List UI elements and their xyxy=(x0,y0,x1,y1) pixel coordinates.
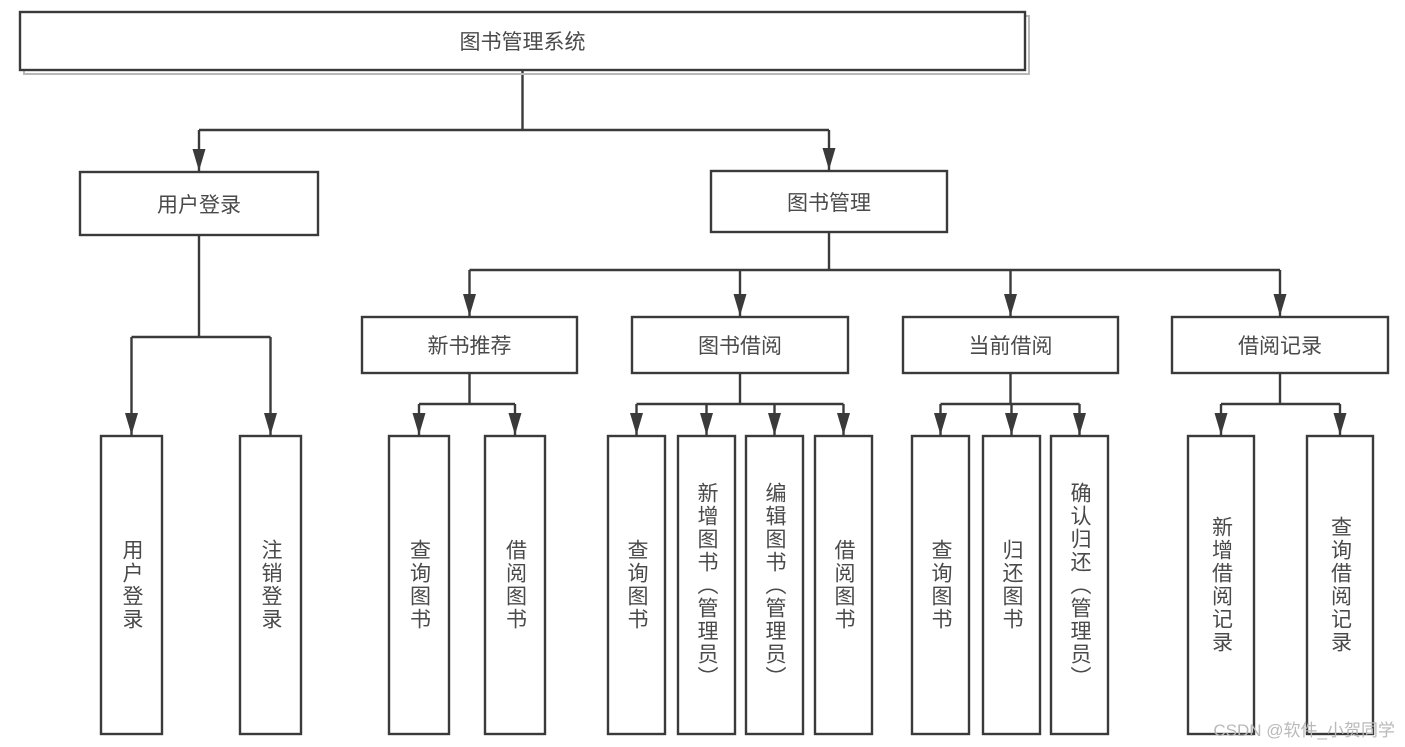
arrow-head-icon xyxy=(837,413,850,435)
node-box-n3[interactable] xyxy=(360,315,579,375)
arrow-head-icon xyxy=(822,148,836,170)
arrow-head-icon xyxy=(192,149,206,171)
arrow-head-icon xyxy=(125,413,138,435)
edges-layer xyxy=(125,70,1347,435)
node-box-n16[interactable] xyxy=(981,434,1042,736)
node-box-n18[interactable] xyxy=(1186,434,1256,736)
arrow-head-icon xyxy=(1214,413,1228,435)
arrow-head-icon xyxy=(768,413,781,435)
arrow-head-icon xyxy=(1004,294,1017,316)
arrow-head-icon xyxy=(1005,413,1018,435)
arrow-head-icon xyxy=(264,413,277,435)
node-box-n0[interactable] xyxy=(18,10,1027,72)
arrow-head-icon xyxy=(934,413,947,435)
arrow-head-icon xyxy=(733,294,747,316)
node-box-n4[interactable] xyxy=(630,315,850,375)
node-box-n14[interactable] xyxy=(813,434,874,736)
nodes-layer xyxy=(18,10,1390,736)
arrow-head-icon xyxy=(630,413,643,435)
node-box-n15[interactable] xyxy=(910,434,971,736)
node-box-n11[interactable] xyxy=(606,434,667,736)
arrow-head-icon xyxy=(508,413,522,435)
arrow-head-icon xyxy=(1333,413,1347,435)
arrow-head-icon xyxy=(463,294,476,316)
node-box-n6[interactable] xyxy=(1170,315,1390,375)
node-box-n9[interactable] xyxy=(387,434,451,736)
node-box-n19[interactable] xyxy=(1305,434,1375,736)
node-box-n12[interactable] xyxy=(676,434,737,736)
arrow-head-icon xyxy=(412,413,426,435)
arrow-head-icon xyxy=(700,413,713,435)
node-box-n13[interactable] xyxy=(744,434,805,736)
arrow-head-icon xyxy=(1073,413,1086,435)
node-box-n7[interactable] xyxy=(99,434,164,736)
node-box-n1[interactable] xyxy=(78,170,320,237)
node-box-n8[interactable] xyxy=(238,434,303,736)
node-box-n17[interactable] xyxy=(1049,434,1110,736)
node-box-n10[interactable] xyxy=(483,434,547,736)
arrow-head-icon xyxy=(1273,294,1287,316)
node-box-n2[interactable] xyxy=(709,169,949,234)
node-box-n5[interactable] xyxy=(901,315,1120,375)
